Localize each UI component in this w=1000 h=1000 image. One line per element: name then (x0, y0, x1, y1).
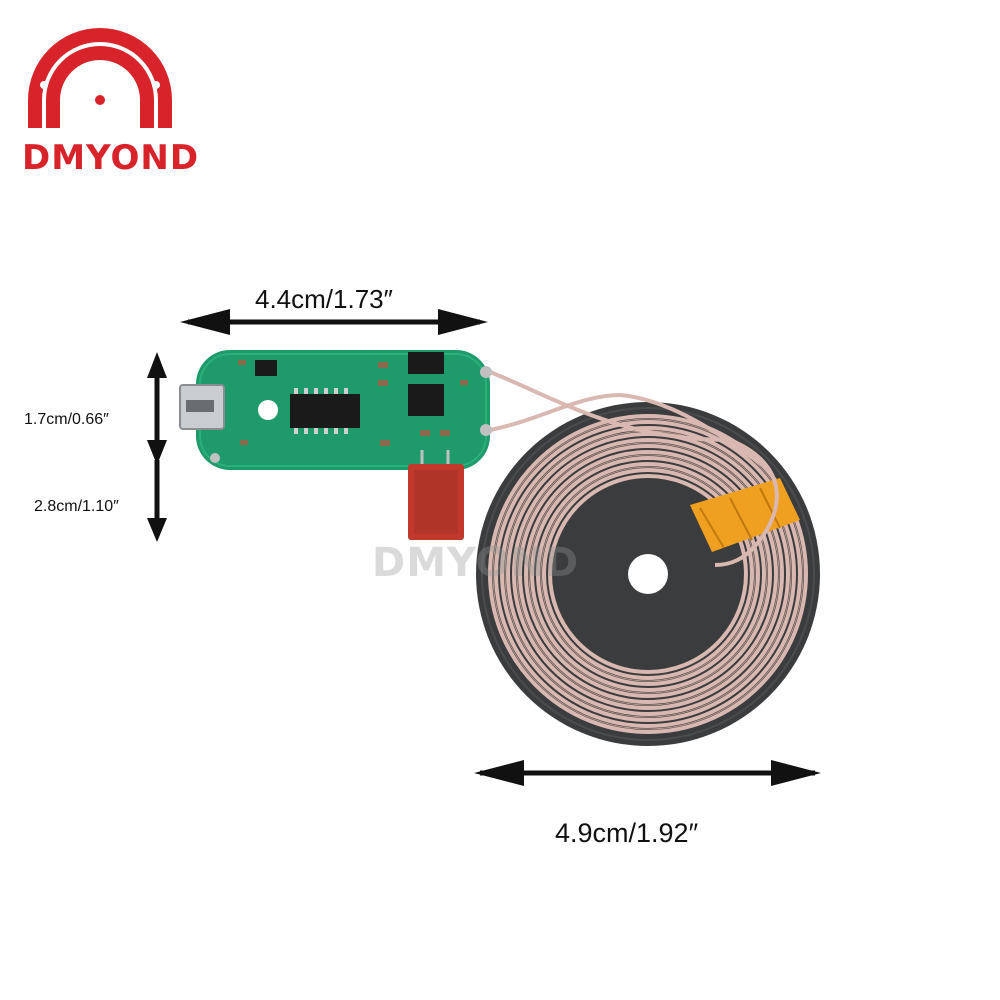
board-height-label: 1.7cm/0.66″ (24, 411, 109, 428)
coil-diameter-label: 4.9cm/1.92″ (555, 818, 699, 848)
kapton-tape (690, 478, 800, 552)
coil-diameter-arrow (474, 760, 821, 786)
capacitor (408, 450, 464, 540)
board-width-arrow (180, 309, 488, 335)
board-height-arrow (147, 352, 167, 465)
watermark-text: DMYOND (372, 540, 580, 586)
wireless-coil (476, 370, 820, 746)
logo-brand-text: DMYOND (22, 138, 200, 178)
pcb-board (179, 350, 492, 470)
capacitor-height-label: 2.8cm/1.10″ (34, 498, 119, 515)
board-width-label: 4.4cm/1.73″ (255, 284, 393, 314)
capacitor-height-arrow (147, 460, 167, 542)
